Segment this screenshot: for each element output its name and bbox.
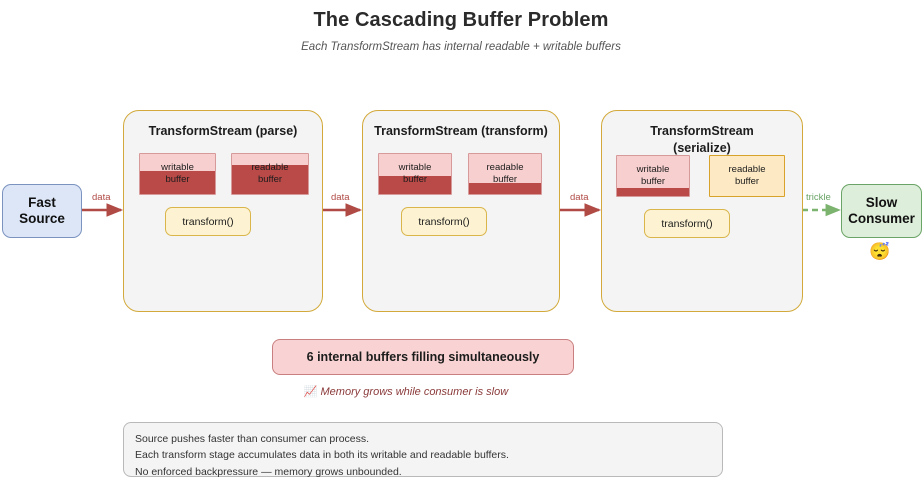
explanation-line-2: Each transform stage accumulates data in… [135, 449, 509, 462]
diagram-header: The Cascading Buffer Problem Each Transf… [0, 0, 922, 53]
writable-buffer-fill [379, 175, 451, 194]
edge-label-data-3: data [570, 192, 589, 203]
fast-source-line1: Fast [28, 195, 56, 211]
buffer-count-banner: 6 internal buffers filling simultaneousl… [272, 339, 574, 375]
readable-buffer-label: readable buffer [486, 162, 524, 185]
explanation-panel: Source pushes faster than consumer can p… [123, 422, 723, 478]
edge-label-data-2: data [331, 192, 350, 203]
transform-stream-parse[interactable]: TransformStream (parse) writable buffer … [123, 110, 323, 312]
stage-title: TransformStream (serialize) [650, 124, 754, 155]
banner-text: 6 internal buffers filling simultaneousl… [306, 350, 540, 364]
writable-buffer-label: writable buffer [398, 162, 432, 185]
readable-buffer[interactable]: readable buffer [468, 153, 542, 195]
writable-buffer[interactable]: writable buffer [139, 153, 216, 195]
writable-buffer-label: writable buffer [636, 164, 670, 187]
sleeping-face-icon: 😴 [869, 242, 891, 261]
memory-growth-note: 📈Memory grows while consumer is slow [0, 385, 812, 398]
transform-function-node[interactable]: transform() [644, 209, 730, 238]
writable-buffer-label: writable buffer [161, 162, 194, 185]
transform-stream-serialize[interactable]: TransformStream (serialize) writable buf… [601, 110, 803, 312]
transform-function-node[interactable]: transform() [165, 207, 251, 236]
memory-note-text: Memory grows while consumer is slow [320, 386, 509, 398]
page-title: The Cascading Buffer Problem [313, 9, 609, 31]
edge-label-trickle: trickle [806, 192, 831, 203]
page-subtitle: Each TransformStream has internal readab… [301, 41, 621, 53]
readable-buffer-label: readable buffer [251, 162, 289, 185]
node-slow-consumer[interactable]: Slow Consumer [841, 184, 922, 238]
writable-buffer-fill [140, 170, 215, 194]
edge-label-data-1: data [92, 192, 111, 203]
explanation-line-3: No enforced backpressure — memory grows … [135, 465, 402, 478]
writable-buffer[interactable]: writable buffer [616, 155, 690, 197]
writable-buffer[interactable]: writable buffer [378, 153, 452, 195]
slow-consumer-line1: Slow [865, 195, 898, 211]
readable-buffer[interactable]: readable buffer [709, 155, 785, 197]
readable-buffer[interactable]: readable buffer [231, 153, 309, 195]
chart-increasing-icon: 📈 [303, 386, 318, 398]
fast-source-line2: Source [19, 211, 65, 226]
slow-consumer-line2: Consumer [848, 211, 915, 226]
node-fast-source[interactable]: Fast Source [2, 184, 82, 238]
stage-title: TransformStream (parse) [148, 124, 298, 138]
writable-buffer-fill [617, 188, 689, 196]
transform-stream-transform[interactable]: TransformStream (transform) writable buf… [362, 110, 560, 312]
readable-buffer-fill [232, 165, 308, 194]
explanation-line-1: Source pushes faster than consumer can p… [135, 433, 370, 445]
stage-title: TransformStream (transform) [374, 124, 548, 138]
readable-buffer-fill [469, 183, 541, 194]
transform-function-node[interactable]: transform() [401, 207, 487, 236]
readable-buffer-label: readable buffer [728, 164, 766, 187]
